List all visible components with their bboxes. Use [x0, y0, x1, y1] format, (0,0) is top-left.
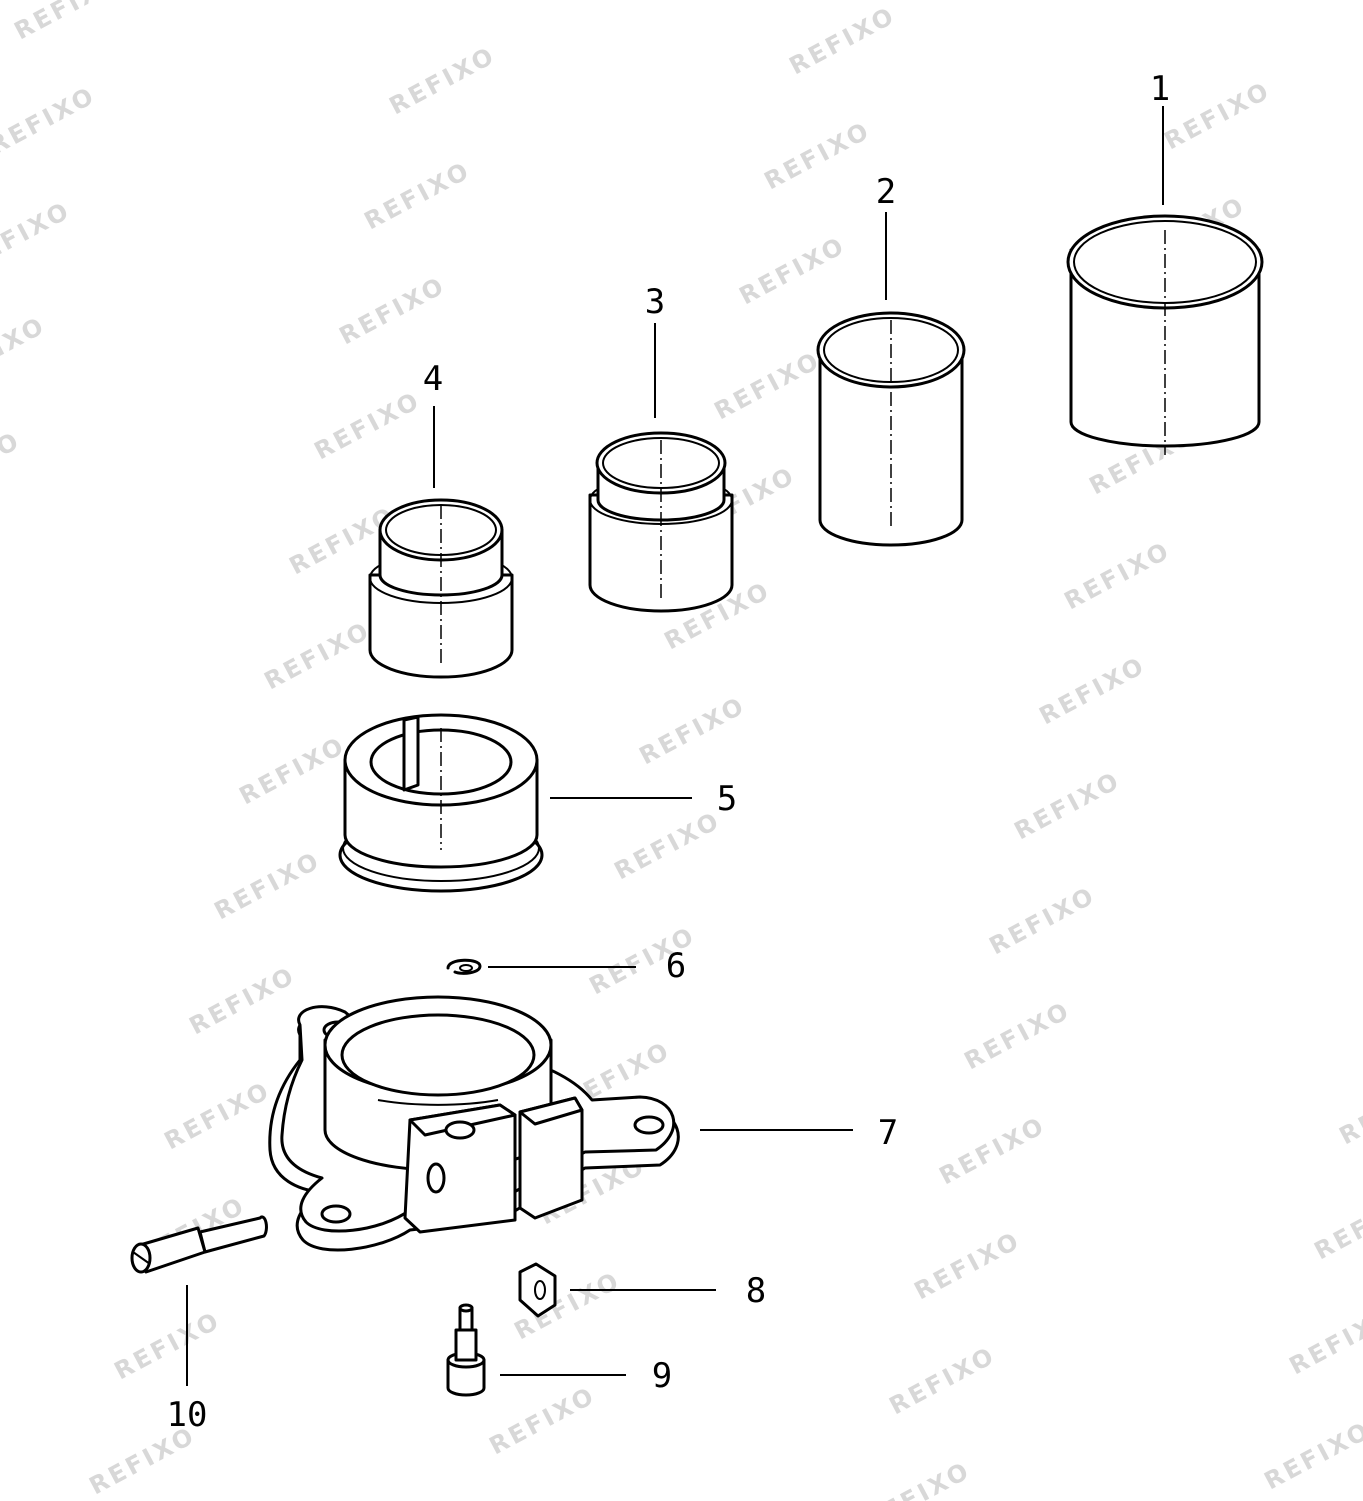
callout-8: 8	[746, 1271, 766, 1311]
watermark-text: REFIXO	[785, 1, 901, 80]
callout-1: 1	[1150, 69, 1170, 109]
watermark-text: REFIXO	[335, 271, 451, 350]
part-3-stepped-bushing	[588, 431, 734, 613]
watermark-text: REFIXO	[110, 1306, 226, 1385]
watermark-text: REFIXO	[1310, 1186, 1363, 1265]
watermark-text: REFIXO	[710, 346, 826, 425]
watermark-text: REFIXO	[10, 0, 126, 45]
watermark-text: REFIXO	[385, 41, 501, 120]
watermark-text: REFIXO	[360, 156, 476, 235]
watermark-text: REFIXO	[0, 196, 75, 275]
watermark-text: REFIXO	[985, 881, 1101, 960]
watermark-text: REFIXO	[1160, 76, 1276, 155]
watermark-text: REFIXO	[485, 1381, 601, 1460]
watermark-text: REFIXO	[0, 81, 100, 160]
watermark-text: REFIXO	[735, 231, 851, 310]
watermark-text: REFIXO	[910, 1226, 1026, 1305]
part-4-stepped-bushing	[368, 498, 514, 679]
callout-5: 5	[717, 779, 737, 819]
callout-labels: 1 2 3 4 5 6 7 8 9 10	[167, 69, 1171, 1435]
callout-10: 10	[167, 1395, 208, 1435]
watermark-text: REFIXO	[235, 731, 351, 810]
watermark-text: REFIXO	[1035, 651, 1151, 730]
watermark-text: REFIXO	[1335, 1071, 1363, 1150]
part-7-clamp-housing	[268, 995, 680, 1252]
part-1-large-sleeve	[1066, 214, 1264, 455]
leader-lines	[186, 106, 1164, 1386]
watermark-text: REFIXO	[960, 996, 1076, 1075]
watermark-text: REFIXO	[1060, 536, 1176, 615]
callout-9: 9	[652, 1356, 672, 1396]
watermark-text: REFIXO	[160, 1076, 276, 1155]
watermark-text: REFIXO	[210, 846, 326, 925]
watermark-text: REFIXO	[0, 311, 50, 390]
callout-4: 4	[423, 359, 443, 399]
watermark-text: REFIXO	[1260, 1416, 1363, 1495]
callout-2: 2	[876, 172, 896, 212]
watermark-text: REFIXO	[935, 1111, 1051, 1190]
part-6-small-clip	[446, 958, 482, 975]
watermark-text: REFIXO	[860, 1456, 976, 1501]
watermark-text: REFIXO	[635, 691, 751, 770]
watermark-text: REFIXO	[260, 616, 376, 695]
callout-3: 3	[645, 282, 665, 322]
watermark-text: REFIXO	[885, 1341, 1001, 1420]
part-5-split-flanged-sleeve	[338, 713, 544, 893]
part-2-medium-sleeve	[816, 311, 966, 547]
watermark-text: REFIXO	[310, 386, 426, 465]
callout-6: 6	[666, 946, 686, 986]
watermark-text: REFIXO	[610, 806, 726, 885]
watermark-text: REFIXO	[760, 116, 876, 195]
watermark-text: REFIXO	[185, 961, 301, 1040]
part-9-shouldered-screw	[446, 1303, 486, 1397]
part-10-pin	[130, 1215, 268, 1274]
watermark-text: REFIXO	[1010, 766, 1126, 845]
part-8-square-nut	[518, 1262, 557, 1318]
watermark-text: REFIXO	[410, 0, 526, 5]
callout-7: 7	[878, 1113, 898, 1153]
watermark-text: REFIXO	[1285, 1301, 1363, 1380]
watermark-text: REFIXO	[0, 426, 25, 505]
